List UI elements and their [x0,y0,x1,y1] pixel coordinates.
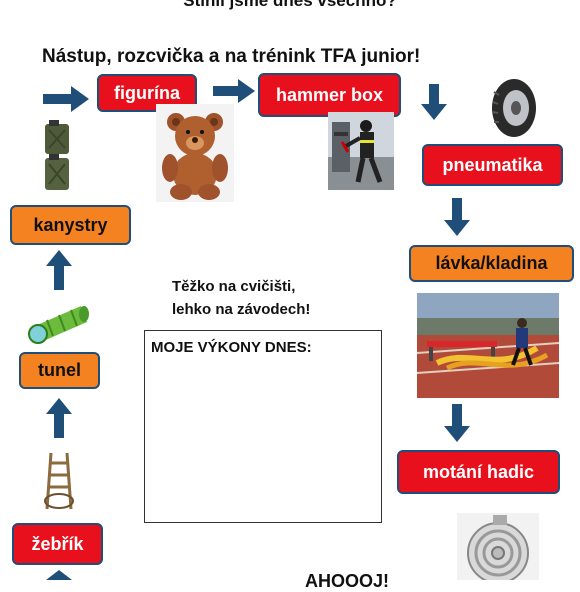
teddy-bear-icon [156,104,234,202]
arrow-down-icon [421,84,447,120]
motto-line-2: lehko na závodech! [172,301,311,318]
balance-beam-photo-icon [417,293,559,398]
jerry-can-icon [45,120,69,190]
results-box[interactable]: MOJE VÝKONY DNES: [144,330,382,523]
station-hammer-box: hammer box [258,73,401,117]
station-zebrik: žebřík [12,523,103,565]
station-tunel: tunel [19,352,100,389]
arrow-up-icon [46,398,72,438]
station-figurina: figurína [97,74,197,112]
arrow-up-icon [46,250,72,290]
rolled-hose-icon [457,513,539,580]
arrow-down-icon [444,404,470,442]
tire-icon [492,79,536,137]
ladder-icon [44,452,74,510]
results-title: MOJE VÝKONY DNES: [151,339,312,356]
subtitle: Nástup, rozcvička a na trénink TFA junio… [42,46,421,67]
arrow-up-icon [46,570,72,580]
page-title: Stihli jsme dnes všechno? [183,0,397,10]
arrow-down-icon [444,198,470,236]
tunnel-icon [28,306,89,344]
station-kanystry: kanystry [10,205,131,245]
farewell-text: AHOOOJ! [305,571,390,591]
arrow-right-icon [213,79,255,103]
motto-line-1: Těžko na cvičišti, [172,278,296,295]
station-lavka: lávka/kladina [409,245,574,282]
motto: Těžko na cvičišti, lehko na závodech! [172,275,310,321]
station-pneumatika: pneumatika [422,144,563,186]
hammer-box-photo-icon [328,112,394,190]
station-motani-hadic: motání hadic [397,450,560,494]
arrow-right-icon [43,86,89,112]
